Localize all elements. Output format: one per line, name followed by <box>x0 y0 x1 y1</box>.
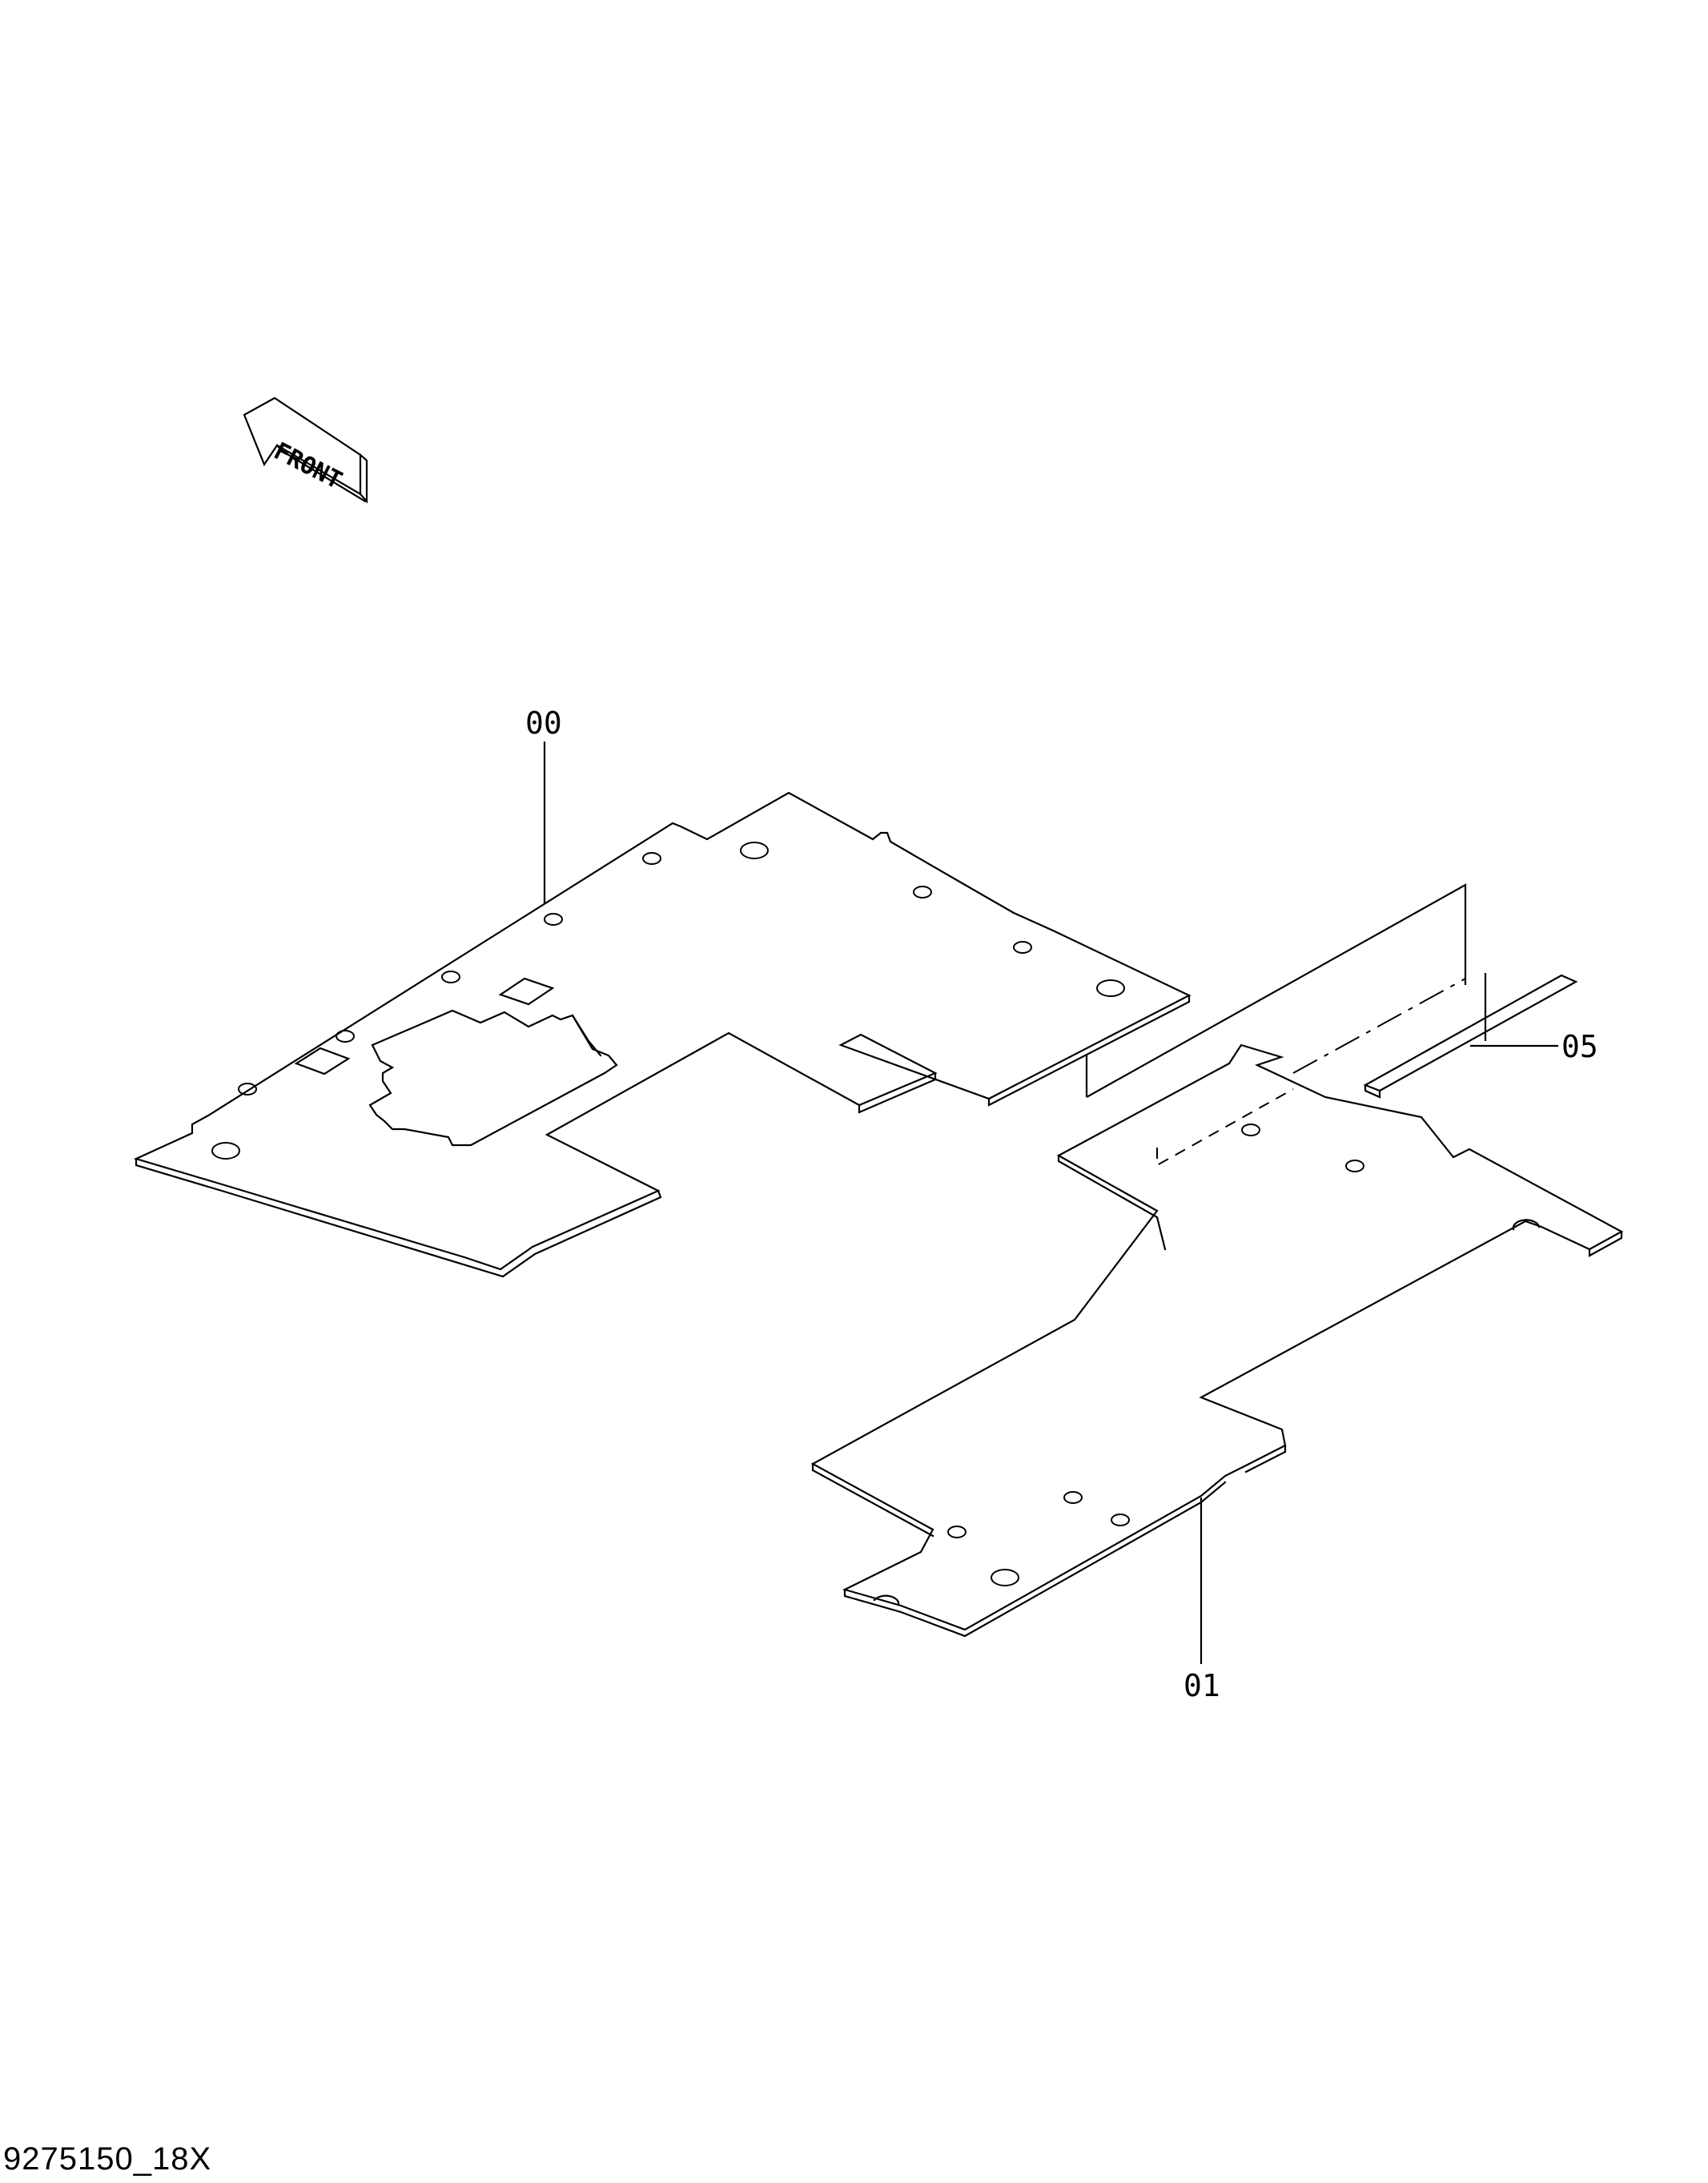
mat-01-outline <box>810 1043 1624 1631</box>
callout-01: 01 <box>1184 1668 1220 1703</box>
callout-00: 00 <box>525 706 562 741</box>
floor-mat-part-01 <box>810 1043 1624 1638</box>
assembly-reference-lines <box>1085 883 1487 1167</box>
drawing-number: 9275150_18X <box>3 2141 212 2177</box>
strip-part-05 <box>1363 974 1578 1099</box>
front-label: FRONT <box>269 437 346 495</box>
callout-05: 05 <box>1561 1029 1598 1064</box>
front-arrow-icon: FRONT <box>243 396 368 504</box>
floor-mat-part-00 <box>133 791 1192 1278</box>
mat-00-outline <box>133 791 1192 1271</box>
